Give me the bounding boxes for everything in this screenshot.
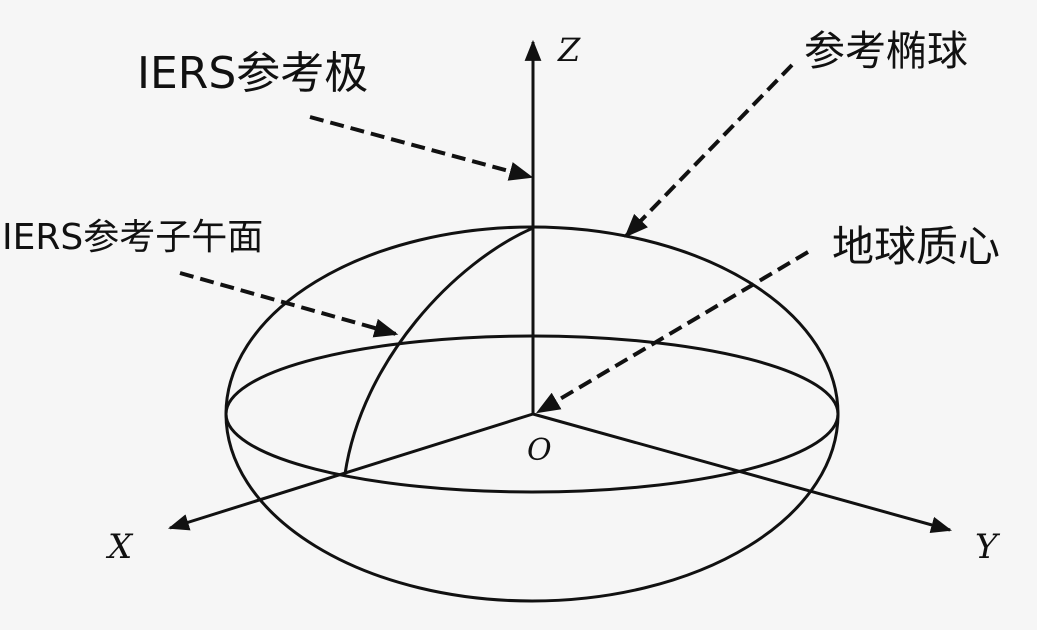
meridian-leader-arrow [179, 271, 399, 338]
x-axis [167, 412, 534, 531]
x-axis-label: X [108, 527, 133, 567]
y-axis-label: Y [975, 527, 998, 567]
geocenter-label: 地球质心 [832, 222, 1001, 271]
geocenter-leader-arrow [535, 250, 810, 414]
ellipsoid-leader-arrow [624, 63, 794, 238]
iers-meridian-label: IERS参考子午面 [2, 217, 264, 258]
y-axis [532, 412, 953, 534]
pole-leader-arrow [309, 115, 534, 181]
reference-ellipsoid-label: 参考椭球 [804, 27, 968, 75]
iers-pole-label: IERS参考极 [137, 48, 369, 99]
z-axis-label: Z [558, 31, 581, 69]
meridian-curve [343, 226, 534, 475]
origin-label: O [527, 433, 552, 468]
